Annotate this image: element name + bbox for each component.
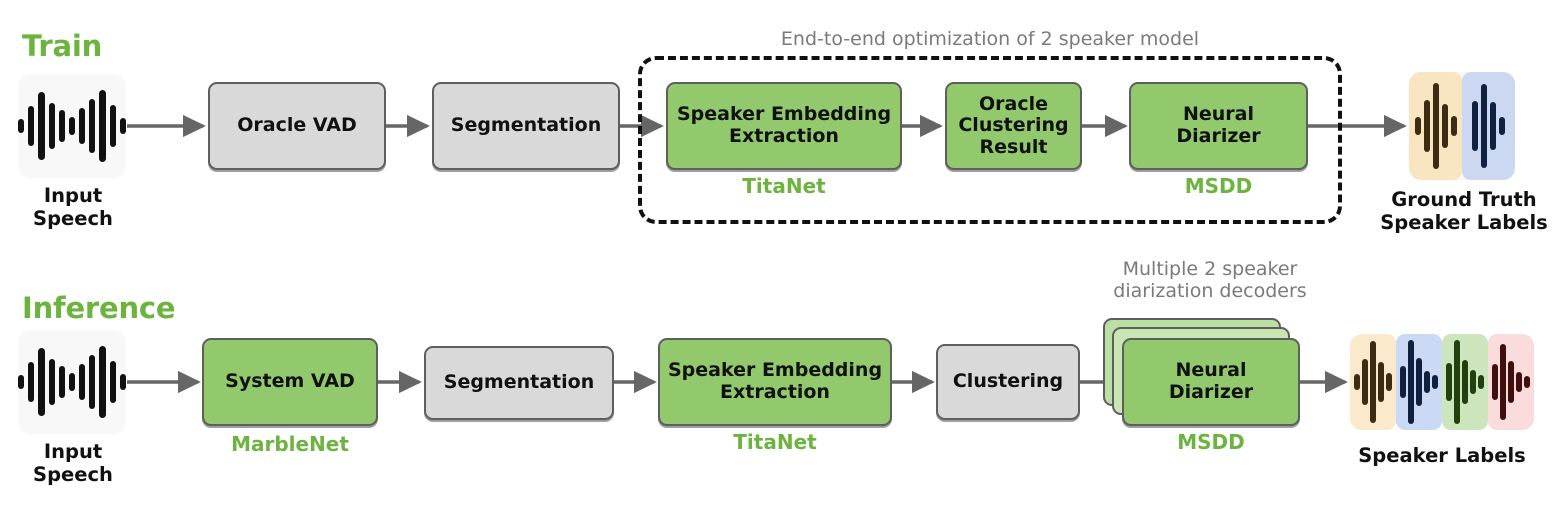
model-caption-titanet-train: TitaNet <box>742 174 826 198</box>
audio-waveform-icon-inference <box>18 330 126 434</box>
model-caption-msdd-inference: MSDD <box>1177 430 1245 454</box>
audio-waveform-icon <box>18 74 126 178</box>
model-caption-marblenet: MarbleNet <box>231 432 349 456</box>
speaker-segment-1 <box>1409 72 1462 180</box>
box-segmentation-inference-label: Segmentation <box>443 371 595 394</box>
section-label-train: Train <box>22 29 103 63</box>
waveform-bars <box>18 74 126 178</box>
speaker-segment-4-inference <box>1488 334 1534 430</box>
speaker-labels-caption: Speaker Labels <box>1358 444 1526 467</box>
model-caption-msdd-train: MSDD <box>1184 174 1253 198</box>
speaker-segment-2-inference <box>1396 334 1442 430</box>
box-oracle-vad-label: Oracle VAD <box>237 114 357 137</box>
box-segmentation-inference[interactable]: Segmentation <box>424 346 614 420</box>
box-clustering-label: Clustering <box>952 370 1064 393</box>
model-caption-titanet-inference: TitaNet <box>733 430 817 454</box>
speaker-segment-2 <box>1462 72 1515 180</box>
waveform-bars-inference <box>18 330 126 434</box>
end-to-end-group-box <box>638 56 1342 224</box>
end-to-end-group-note: End-to-end optimization of 2 speaker mod… <box>780 28 1200 50</box>
box-segmentation-train[interactable]: Segmentation <box>432 82 620 170</box>
speaker-labels-icon <box>1350 334 1534 430</box>
speaker-segment-1-inference <box>1350 334 1396 430</box>
box-segmentation-train-label: Segmentation <box>450 114 602 137</box>
box-system-vad[interactable]: System VAD <box>202 338 378 426</box>
box-clustering[interactable]: Clustering <box>936 344 1080 420</box>
ground-truth-speaker-labels-icon <box>1409 72 1515 180</box>
speaker-segment-3-inference <box>1442 334 1488 430</box>
box-oracle-vad[interactable]: Oracle VAD <box>208 82 386 170</box>
box-system-vad-label: System VAD <box>225 370 355 393</box>
section-label-inference: Inference <box>22 291 176 325</box>
